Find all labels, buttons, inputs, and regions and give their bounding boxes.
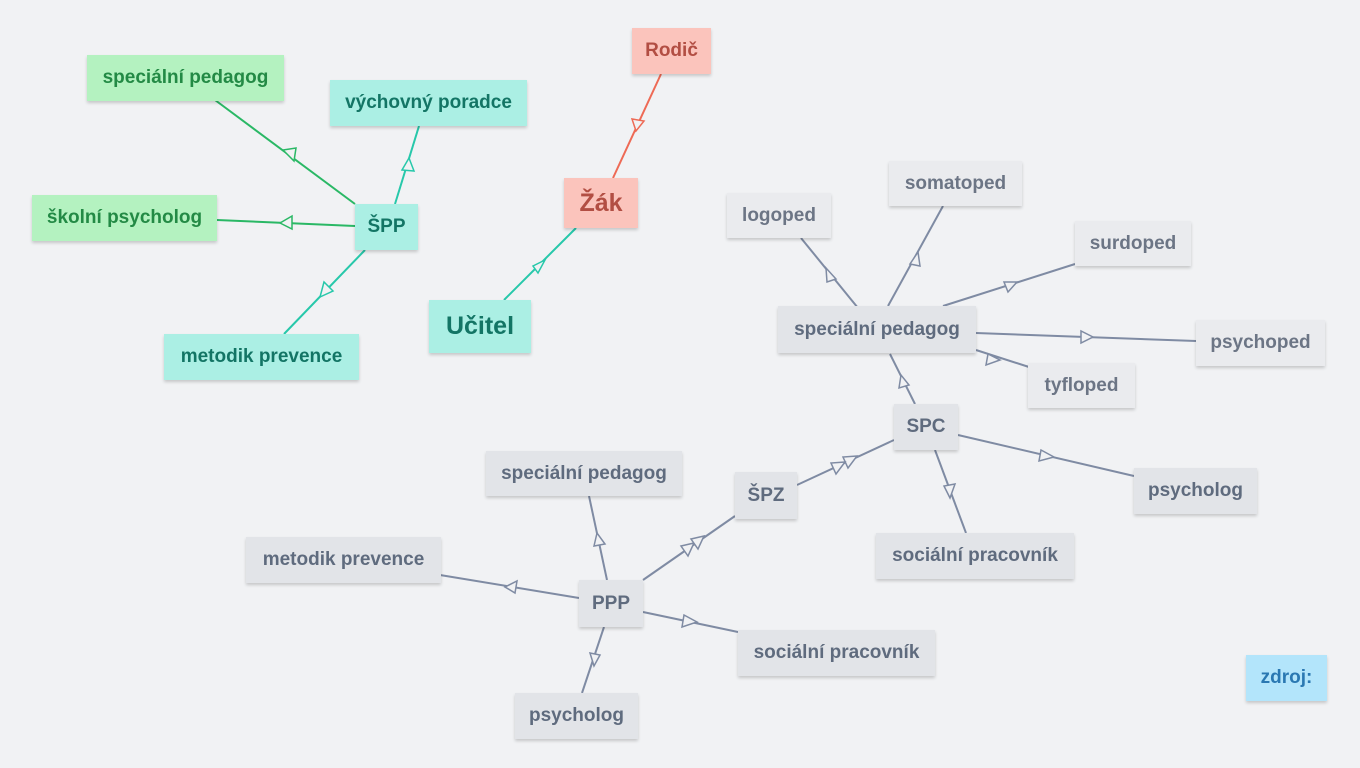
edge-spc-sp-to-logoped bbox=[800, 237, 859, 309]
edge-spc-sp-to-tyfloped bbox=[975, 349, 1030, 368]
node-spz[interactable]: ŠPZ bbox=[735, 472, 797, 519]
node-skolni-psycholog[interactable]: školní psycholog bbox=[32, 195, 217, 241]
edge-ppp-to-metodik-prevence bbox=[439, 574, 580, 599]
edge-spc-to-psycholog bbox=[957, 434, 1135, 477]
node-spc-socialni-pracovnik[interactable]: sociální pracovník bbox=[876, 533, 1074, 579]
node-psychoped[interactable]: psychoped bbox=[1196, 320, 1325, 366]
node-spp[interactable]: ŠPP bbox=[355, 204, 418, 250]
node-ppp-specialni-pedagog[interactable]: speciální pedagog bbox=[486, 451, 682, 496]
edge-spp-to-specialni-pedagog bbox=[214, 99, 356, 205]
node-rodic[interactable]: Rodič bbox=[632, 28, 711, 74]
node-zak[interactable]: Žák bbox=[564, 178, 638, 228]
edge-spc-to-socialni-pracovnik bbox=[934, 449, 967, 534]
node-ucitel[interactable]: Učitel bbox=[429, 300, 531, 353]
node-spp-specialni-pedagog[interactable]: speciální pedagog bbox=[87, 55, 284, 101]
edge-ppp-to-spz bbox=[642, 515, 736, 581]
node-vychovny-poradce[interactable]: výchovný poradce bbox=[330, 80, 527, 126]
edge-spp-to-vychovny-poradce bbox=[394, 125, 420, 205]
node-zdroj[interactable]: zdroj: bbox=[1246, 655, 1327, 701]
node-logoped[interactable]: logoped bbox=[727, 193, 831, 238]
edge-ppp-to-socialni-pracovnik bbox=[642, 611, 739, 633]
node-surdoped[interactable]: surdoped bbox=[1075, 221, 1191, 266]
edge-spp-to-metodik-prevence bbox=[283, 249, 366, 335]
edge-ppp-to-psycholog bbox=[581, 626, 605, 694]
node-spc-psycholog[interactable]: psycholog bbox=[1134, 468, 1257, 514]
node-somatoped[interactable]: somatoped bbox=[889, 161, 1022, 206]
node-spp-metodik-prevence[interactable]: metodik prevence bbox=[164, 334, 359, 380]
edge-zak-to-rodic bbox=[612, 73, 662, 179]
edge-ppp-to-specialni-pedagog bbox=[588, 495, 608, 581]
node-ppp-socialni-pracovnik[interactable]: sociální pracovník bbox=[738, 630, 935, 676]
edge-spc-sp-to-surdoped bbox=[942, 263, 1076, 307]
node-tyfloped[interactable]: tyfloped bbox=[1028, 363, 1135, 408]
node-spc[interactable]: SPC bbox=[894, 404, 958, 450]
edge-spc-to-specialni-pedagog bbox=[889, 353, 916, 405]
node-ppp-psycholog[interactable]: psycholog bbox=[515, 693, 638, 739]
node-ppp[interactable]: PPP bbox=[579, 580, 643, 627]
node-ppp-metodik-prevence[interactable]: metodik prevence bbox=[246, 537, 441, 583]
edge-spc-sp-to-psychoped bbox=[975, 329, 1197, 345]
edge-ucitel-to-zak bbox=[503, 227, 577, 301]
edge-spp-to-skolni-psycholog bbox=[216, 214, 356, 231]
edge-spz-to-spc bbox=[796, 439, 895, 486]
node-spc-specialni-pedagog[interactable]: speciální pedagog bbox=[778, 306, 976, 353]
edge-spc-sp-to-somatoped bbox=[887, 205, 944, 307]
